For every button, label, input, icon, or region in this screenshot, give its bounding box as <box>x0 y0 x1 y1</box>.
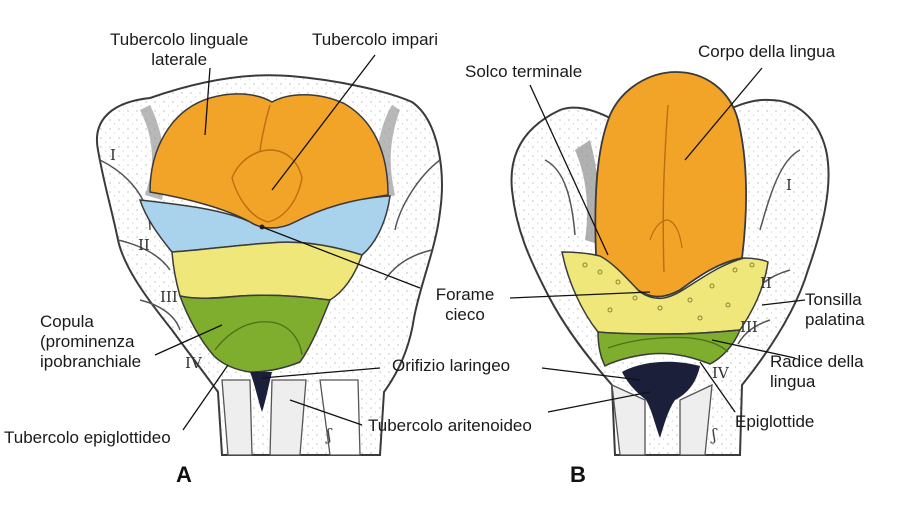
panel-a-arch-i: I <box>110 146 116 164</box>
leader-lines <box>154 54 806 431</box>
panel-a: ʃ I II III IV <box>95 74 443 456</box>
label-tonsilla-palatina: Tonsilla palatina <box>805 290 865 329</box>
panel-b-arch-i: I <box>786 176 792 194</box>
panel-b: ʃ I II III IV <box>510 71 830 456</box>
label-solco-terminale: Solco terminale <box>465 62 583 81</box>
svg-text:ʃ: ʃ <box>710 425 718 444</box>
panel-a-arch-ii: II <box>138 236 150 254</box>
panel-b-orange-region <box>594 71 747 298</box>
panel-a-yellow-region <box>171 241 363 301</box>
panel-a-arch-iii: III <box>160 288 178 306</box>
panel-letter-a: A <box>176 462 192 487</box>
panel-b-arch-iii: III <box>740 318 758 336</box>
panel-b-green-region <box>597 329 742 368</box>
label-radice-della-lingua: Radice della lingua <box>770 352 864 391</box>
panel-a-green-region <box>178 294 332 373</box>
label-tubercolo-linguale-laterale: Tubercolo linguale laterale <box>110 30 249 69</box>
label-forame-cieco: Forame cieco <box>435 285 495 324</box>
label-tubercolo-aritenoideo: Tubercolo aritenoideo <box>368 416 532 435</box>
label-copula: Copula (prominenza ipobranchiale <box>40 312 142 371</box>
panel-a-arch-iv: IV <box>185 354 203 372</box>
panel-b-arch-iv: IV <box>712 364 730 382</box>
label-epiglottide: Epiglottide <box>735 412 815 431</box>
label-orifizio-laringeo: Orifizio laringeo <box>392 356 511 375</box>
label-tubercolo-impari: Tubercolo impari <box>312 30 438 49</box>
label-tubercolo-epiglottideo: Tubercolo epiglottideo <box>4 428 171 447</box>
label-corpo-della-lingua: Corpo della lingua <box>698 42 836 61</box>
svg-text:ʃ: ʃ <box>325 425 333 444</box>
panel-b-arch-ii: II <box>760 274 772 292</box>
panel-letter-b: B <box>570 462 586 487</box>
panel-b-laryngeal-orifice <box>622 361 700 438</box>
